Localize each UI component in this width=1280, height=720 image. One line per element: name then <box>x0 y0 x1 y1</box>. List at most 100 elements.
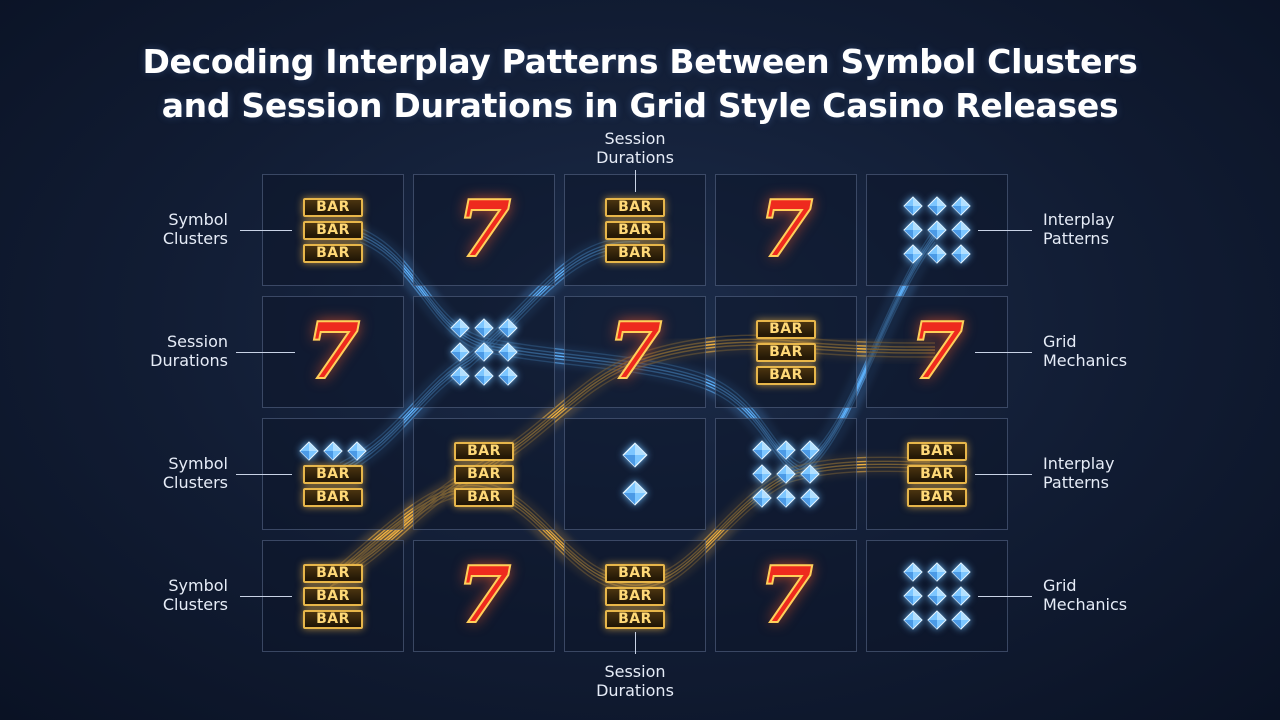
diamond-icon <box>752 464 772 484</box>
seven-symbol: 7 <box>758 184 814 275</box>
bar-symbol: BAR <box>605 197 665 217</box>
connector-left-2 <box>236 352 295 353</box>
grid-cell: 7 <box>715 174 857 286</box>
seven-glyph: 7 <box>305 306 361 397</box>
diamond-row <box>903 244 971 264</box>
diamond-icon <box>498 318 518 338</box>
diamond-icon <box>927 562 947 582</box>
page-title: Decoding Interplay Patterns Between Symb… <box>0 40 1280 128</box>
grid-cell <box>413 296 555 408</box>
connector-right-1 <box>978 230 1032 231</box>
diamond-icon <box>622 480 648 506</box>
diamond-cluster <box>752 440 820 508</box>
bar-symbol: BAR <box>303 563 363 583</box>
diamond-row <box>450 366 518 386</box>
connector-right-4 <box>978 596 1032 597</box>
diamond-icon <box>498 366 518 386</box>
diamond-cluster <box>903 562 971 630</box>
diamond-icon <box>474 366 494 386</box>
bar-symbol: BAR <box>454 487 514 507</box>
connector-right-2 <box>975 352 1032 353</box>
seven-symbol: 7 <box>909 312 965 392</box>
grid-cell: BAR BAR BAR <box>564 174 706 286</box>
diamond-icon <box>474 318 494 338</box>
diamond-row <box>450 342 518 362</box>
bar-symbol: BAR <box>605 243 665 263</box>
diamond-icon <box>752 488 772 508</box>
bar-symbol: BAR <box>605 609 665 629</box>
diamond-icon <box>800 488 820 508</box>
connector-left-4 <box>240 596 292 597</box>
seven-glyph: 7 <box>456 184 512 275</box>
diamond-row <box>903 220 971 240</box>
diamond-icon <box>450 366 470 386</box>
diamond-icon <box>951 244 971 264</box>
seven-symbol: 7 <box>456 550 512 641</box>
seven-glyph: 7 <box>456 550 512 641</box>
bar-symbol: BAR <box>605 563 665 583</box>
bar-symbol: BAR <box>303 609 363 629</box>
diamond-row <box>450 318 518 338</box>
diamond-icon <box>450 318 470 338</box>
diamond-icon <box>776 464 796 484</box>
diamond-row <box>903 586 971 606</box>
diamond-row <box>752 440 820 460</box>
title-line-2: and Session Durations in Grid Style Casi… <box>161 86 1119 125</box>
diamond-icon <box>776 440 796 460</box>
connector-left-3 <box>236 474 292 475</box>
title-line-1: Decoding Interplay Patterns Between Symb… <box>142 42 1138 81</box>
connector-bottom <box>635 632 636 654</box>
diamond-icon <box>951 586 971 606</box>
bar-stack: BAR BAR BAR <box>303 197 363 263</box>
grid-cell: 7 <box>413 174 555 286</box>
connector-right-3 <box>975 474 1032 475</box>
bar-symbol: BAR <box>303 243 363 263</box>
bar-symbol: BAR <box>303 197 363 217</box>
diamond-icon <box>927 244 947 264</box>
diamond-cluster <box>903 196 971 264</box>
diamond-icon <box>903 220 923 240</box>
bar-symbol: BAR <box>756 365 816 385</box>
diamond-row <box>299 441 367 461</box>
diamond-icon <box>450 342 470 362</box>
seven-glyph: 7 <box>758 184 814 275</box>
seven-symbol: 7 <box>607 312 663 392</box>
diamond-icon <box>951 610 971 630</box>
diamond-icon <box>927 196 947 216</box>
seven-symbol: 7 <box>305 306 361 397</box>
grid-cell: 7 <box>413 540 555 652</box>
diamond-icon <box>903 244 923 264</box>
diamond-icon <box>927 220 947 240</box>
bar-symbol: BAR <box>303 465 363 484</box>
bar-symbol: BAR <box>756 342 816 362</box>
diamond-cluster <box>450 318 518 386</box>
seven-glyph: 7 <box>758 550 814 641</box>
bar-symbol: BAR <box>907 441 967 461</box>
bar-symbol: BAR <box>303 220 363 240</box>
diamond-row <box>752 464 820 484</box>
diamond-icon <box>927 586 947 606</box>
diamond-icon <box>474 342 494 362</box>
bar-symbol: BAR <box>605 220 665 240</box>
seven-symbol: 7 <box>456 184 512 275</box>
diamond-icon <box>903 586 923 606</box>
diamond-icon <box>800 440 820 460</box>
connector-top <box>635 170 636 192</box>
diamond-icon <box>323 441 343 461</box>
seven-symbol: 7 <box>758 550 814 641</box>
bar-symbol: BAR <box>907 464 967 484</box>
